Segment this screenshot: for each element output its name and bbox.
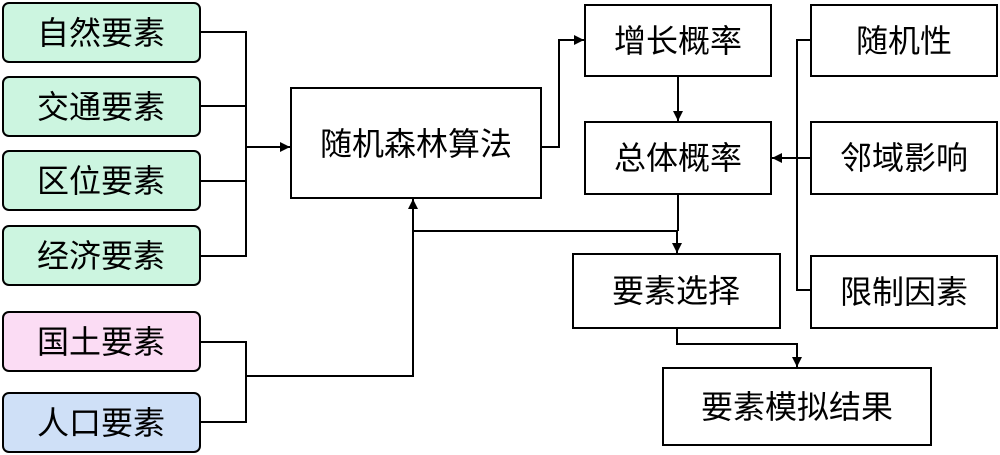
box-traffic: 交通要素: [2, 76, 201, 137]
box-natural-label: 自然要素: [37, 14, 165, 52]
box-result-label: 要素模拟结果: [701, 388, 893, 426]
box-neighborhood: 邻域影响: [810, 121, 998, 195]
box-population: 人口要素: [2, 392, 201, 453]
box-land: 国土要素: [2, 311, 201, 372]
box-growth-prob: 增长概率: [584, 4, 772, 77]
box-total-prob: 总体概率: [584, 121, 772, 195]
box-constraint-label: 限制因素: [840, 273, 968, 311]
box-land-label: 国土要素: [37, 323, 165, 361]
box-total-prob-label: 总体概率: [614, 139, 742, 177]
box-result: 要素模拟结果: [662, 367, 932, 446]
box-traffic-label: 交通要素: [37, 88, 165, 126]
box-randomness-label: 随机性: [856, 22, 952, 60]
arrow-selection-to-result: [676, 328, 802, 367]
connector-factors-bus: [796, 39, 811, 291]
connector-inputs-bus: [200, 31, 247, 257]
box-random-forest-label: 随机森林算法: [320, 125, 512, 163]
box-constraint: 限制因素: [810, 255, 998, 329]
box-randomness: 随机性: [810, 4, 998, 77]
arrow-landpop-to-rf: [246, 199, 418, 377]
box-growth-prob-label: 增长概率: [614, 22, 742, 60]
box-random-forest: 随机森林算法: [290, 87, 542, 199]
arrow-rf-to-growth: [541, 35, 584, 148]
box-economy-label: 经济要素: [37, 237, 165, 275]
box-economy: 经济要素: [2, 225, 201, 286]
box-location-label: 区位要素: [37, 162, 165, 200]
box-selection-label: 要素选择: [612, 272, 740, 310]
box-neighborhood-label: 邻域影响: [840, 139, 968, 177]
box-natural: 自然要素: [2, 2, 201, 63]
arrow-branch-to-selection: [413, 230, 682, 253]
box-selection: 要素选择: [572, 253, 781, 329]
connector-land-pop-bus: [200, 341, 247, 423]
box-population-label: 人口要素: [37, 404, 165, 442]
box-location: 区位要素: [2, 150, 201, 211]
